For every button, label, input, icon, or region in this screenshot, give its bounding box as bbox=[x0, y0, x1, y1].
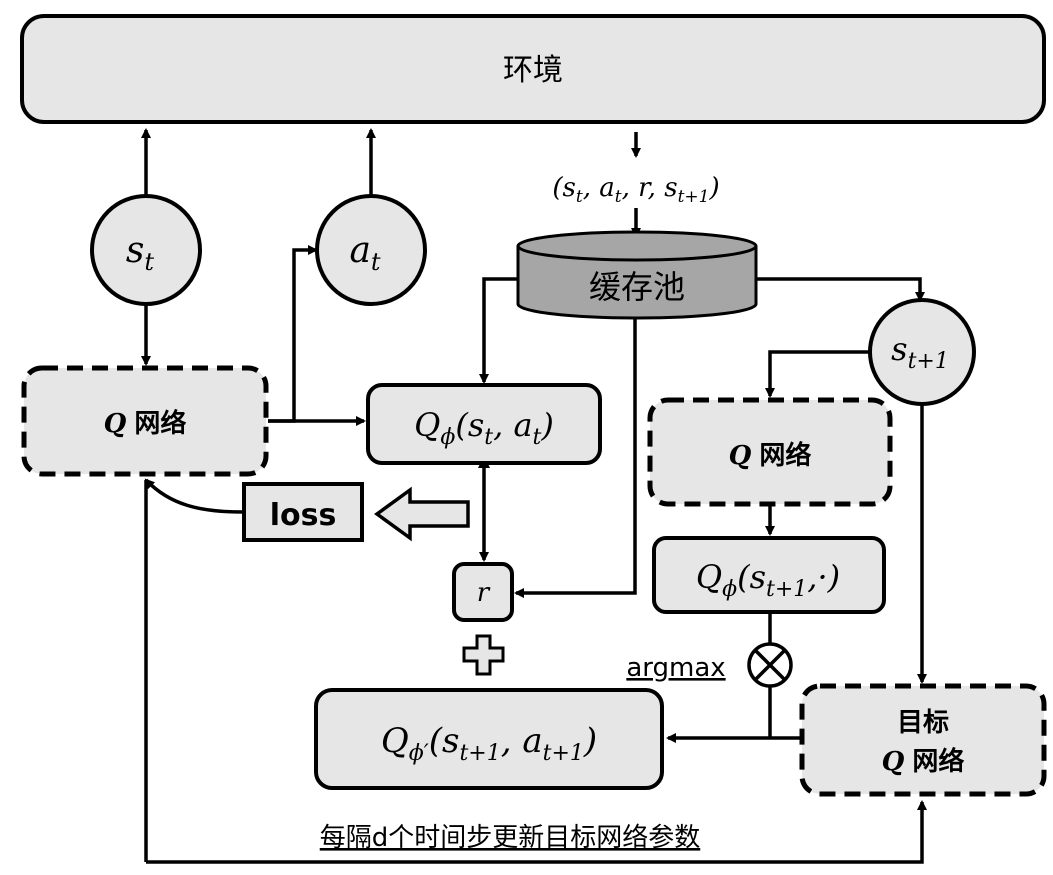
transition-label: (st, at, r, st+1) bbox=[552, 173, 719, 207]
q-network-label: 网络 bbox=[759, 440, 811, 471]
action-sub: t bbox=[371, 248, 381, 276]
q-sa-node: Qϕ(st, at) bbox=[366, 383, 602, 465]
argmax-label: argmax bbox=[626, 653, 725, 683]
svg-text:at: at bbox=[349, 230, 380, 276]
svg-text:Q网络: Q网络 bbox=[729, 440, 812, 471]
action-base: a bbox=[349, 230, 370, 271]
state-base: s bbox=[126, 230, 144, 271]
loss-label: loss bbox=[270, 498, 337, 533]
svg-text:Qϕ(st+1,·): Qϕ(st+1,·) bbox=[696, 558, 840, 602]
svg-text:Q网络: Q网络 bbox=[104, 408, 187, 439]
q-symbol: Q bbox=[104, 409, 127, 439]
q-symbol: Q bbox=[729, 441, 752, 471]
multiply-circle-icon bbox=[747, 642, 793, 688]
svg-text:st: st bbox=[126, 230, 154, 276]
q-symbol: Q bbox=[882, 747, 905, 777]
q-target-node: Qϕ′(st+1, at+1) bbox=[314, 688, 664, 790]
state-sub: t bbox=[144, 248, 154, 276]
edge-next-state-to-qnet bbox=[765, 350, 870, 398]
target-network-label: 网络 bbox=[912, 746, 964, 777]
next-state-node: st+1 bbox=[868, 298, 976, 406]
hollow-left-arrow-icon bbox=[374, 486, 470, 542]
action-node: at bbox=[315, 194, 427, 306]
next-state-sub: t+1 bbox=[908, 349, 949, 374]
replay-buffer-node: 缓存池 bbox=[516, 230, 758, 320]
replay-buffer-label: 缓存池 bbox=[589, 268, 685, 306]
svg-text:st+1: st+1 bbox=[891, 330, 949, 374]
reward-label: r bbox=[477, 578, 491, 608]
svg-text:Q网络: Q网络 bbox=[882, 746, 965, 777]
q-network-label: 网络 bbox=[134, 408, 186, 439]
loss-node: loss bbox=[242, 482, 364, 542]
target-network-line1: 目标 bbox=[897, 708, 949, 738]
next-state-base: s bbox=[891, 330, 907, 368]
edge-qnet-to-action bbox=[268, 245, 318, 423]
environment-label: 环境 bbox=[503, 53, 563, 88]
edge-buffer-to-next-state bbox=[756, 277, 925, 302]
q-next-all-node: Qϕ(st+1,·) bbox=[652, 536, 886, 614]
reward-node: r bbox=[452, 562, 514, 622]
edge-buffer-to-reward bbox=[514, 318, 637, 598]
svg-text:Qϕ(st, at): Qϕ(st, at) bbox=[414, 406, 554, 450]
environment-node: 环境 bbox=[20, 14, 1046, 124]
edge-update-to-target bbox=[146, 800, 927, 864]
update-note: 每隔d个时间步更新目标网络参数 bbox=[320, 823, 701, 853]
edges bbox=[141, 128, 927, 864]
edge-buffer-to-qsa bbox=[479, 277, 518, 384]
plus-icon bbox=[462, 634, 505, 676]
svg-text:Qϕ′(st+1, at+1): Qϕ′(st+1, at+1) bbox=[381, 721, 597, 766]
edge-loss-to-qnet bbox=[144, 478, 244, 514]
state-node: st bbox=[90, 194, 202, 306]
